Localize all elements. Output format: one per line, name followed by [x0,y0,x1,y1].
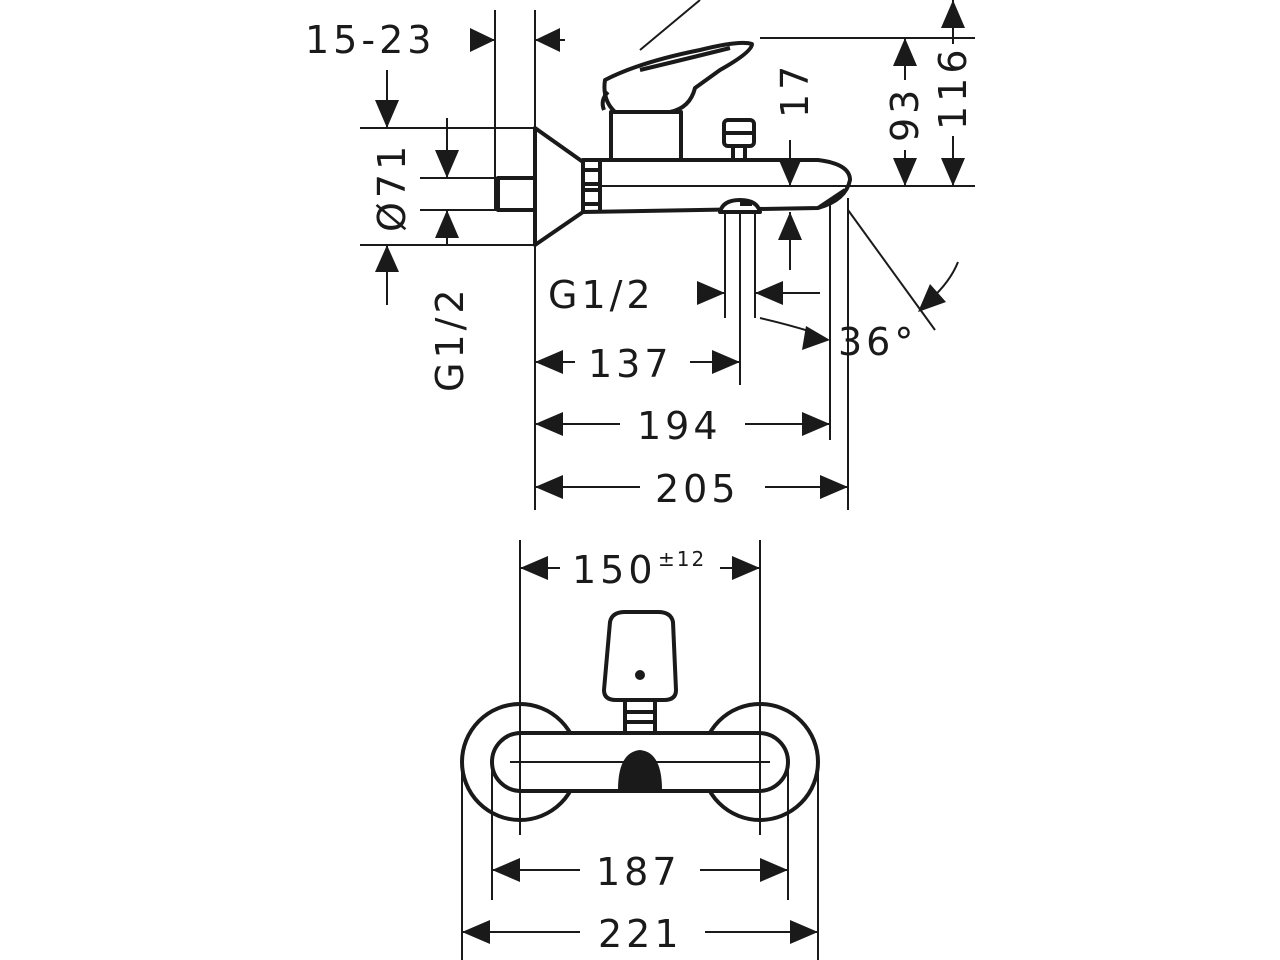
faucet-front-outline [460,610,820,822]
label-handle-height: 93 [883,86,927,142]
dim-total-width: 221 [462,912,818,956]
label-rosette-diameter: Ø71 [370,142,414,232]
label-outlet-distance: 137 [588,342,673,386]
dim-wall-depth: 15-23 [305,18,565,62]
label-center-distance: 150 [572,548,657,592]
label-body-width: 187 [596,850,681,894]
dim-outlet-distance: 137 [535,342,740,386]
label-spout-height: 17 [773,62,817,118]
front-extension-lines [461,540,819,960]
dim-body-width: 187 [492,850,788,894]
dim-total-height: 116 [931,0,975,186]
dim-spout-height: 17 [773,62,817,240]
dim-outlet-thread: G1/2 [548,273,820,317]
label-angle: 36° [838,320,917,364]
label-wall-depth: 15-23 [305,18,435,62]
front-view: 150 ±12 187 221 [460,540,820,960]
dim-inlet-thread: G1/2 [428,118,472,392]
dim-total-projection: 205 [535,467,848,511]
label-total-width: 221 [598,912,683,956]
label-total-height: 116 [931,45,975,130]
side-view: 15-23 Ø71 G1/2 17 [305,0,975,511]
dim-angle: 36° [759,261,959,364]
faucet-side-outline [496,40,852,247]
dim-center-distance: 150 ±12 [520,547,760,592]
dim-rosette-diameter: Ø71 [370,70,414,305]
label-total-projection: 205 [655,467,740,511]
label-center-distance-tolerance: ±12 [658,547,706,571]
label-spout-projection: 194 [637,404,722,448]
dim-handle-height: 93 [883,38,927,186]
dim-spout-projection: 194 [535,404,830,448]
label-outlet-thread: G1/2 [548,273,655,317]
label-inlet-thread: G1/2 [428,285,472,392]
